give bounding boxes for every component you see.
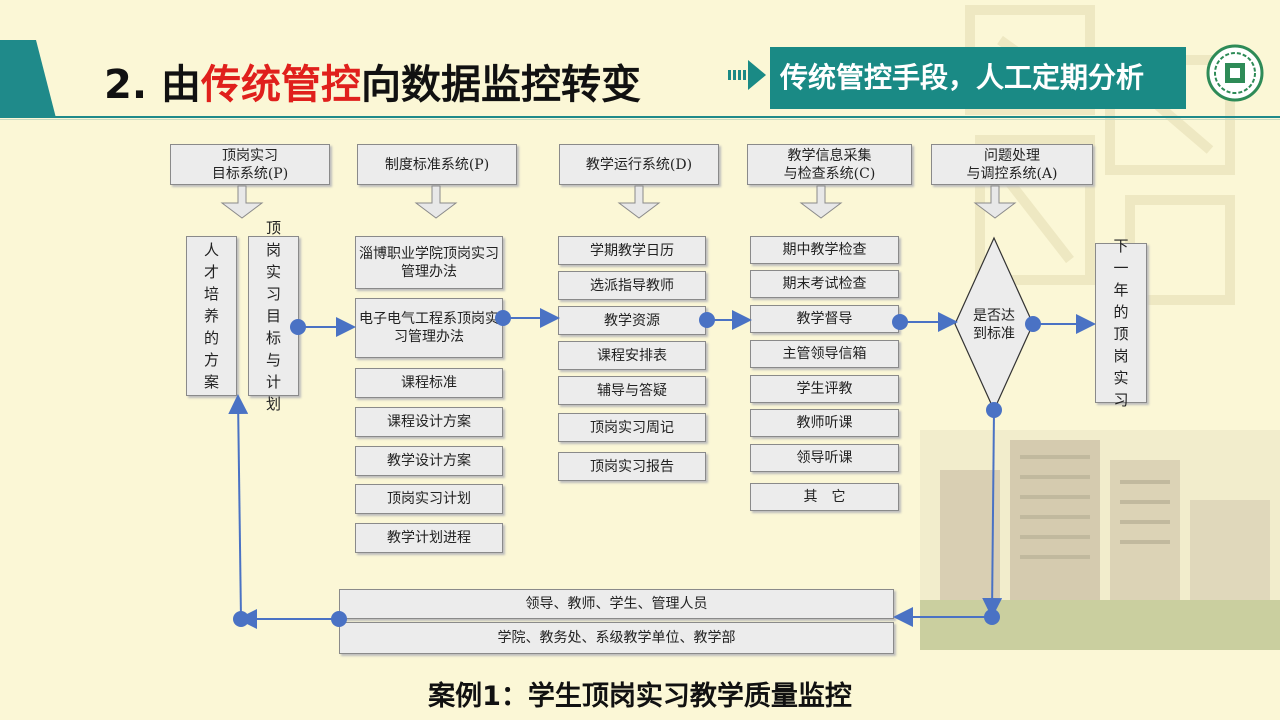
down-arrows xyxy=(220,185,1017,219)
column-header-standard: 制度标准系统(P) xyxy=(357,144,517,185)
method-label: 传统管控手段，人工定期分析 xyxy=(770,47,1186,109)
next-year-box: 下一年的顶岗实习 xyxy=(1095,237,1147,409)
page-title: 2. 由传统管控向数据监控转变 xyxy=(104,62,641,108)
list-item: 学生评教 xyxy=(750,375,899,403)
header-divider xyxy=(0,116,1280,118)
list-item: 主管领导信箱 xyxy=(750,340,899,368)
column-header-target: 顶岗实习 目标系统(P) xyxy=(170,144,330,185)
title-highlight: 传统管控 xyxy=(200,62,361,108)
list-item: 期末考试检查 xyxy=(750,270,899,298)
column-header-inspection: 教学信息采集 与检查系统(C) xyxy=(747,144,912,185)
list-item: 教学资源 xyxy=(558,306,706,335)
header-accent-shape xyxy=(0,40,56,118)
column-header-regulation: 问题处理 与调控系统(A) xyxy=(931,144,1093,185)
caption: 案例1：学生顶岗实习教学质量监控 xyxy=(428,681,852,712)
list-item: 顶岗实习计划 xyxy=(355,484,503,514)
decision-label: 是否达到标准 xyxy=(973,308,1015,342)
list-item: 教学设计方案 xyxy=(355,446,503,476)
list-item: 淄博职业学院顶岗实习管理办法 xyxy=(355,236,503,289)
list-item: 领导听课 xyxy=(750,444,899,472)
list-item: 课程设计方案 xyxy=(355,407,503,437)
header-divider-light xyxy=(0,119,1280,120)
list-item: 辅导与答疑 xyxy=(558,376,706,405)
list-item: 学期教学日历 xyxy=(558,236,706,265)
talent-plan-box: 人才培养的方案 xyxy=(186,236,237,396)
school-logo xyxy=(1206,44,1264,102)
column-header-operation: 教学运行系统(D) xyxy=(559,144,719,185)
list-item: 教师听课 xyxy=(750,409,899,437)
list-item: 课程标准 xyxy=(355,368,503,398)
bottom-units: 学院、教务处、系级教学单位、教学部 xyxy=(339,622,894,654)
bottom-participants: 领导、教师、学生、管理人员 xyxy=(339,589,894,619)
list-item: 电子电气工程系顶岗实习管理办法 xyxy=(355,298,503,358)
list-item: 课程安排表 xyxy=(558,341,706,370)
list-item: 顶岗实习报告 xyxy=(558,452,706,481)
list-item: 顶岗实习周记 xyxy=(558,413,706,442)
striped-arrow-icon xyxy=(728,60,766,90)
list-item: 教学计划进程 xyxy=(355,523,503,553)
list-item: 期中教学检查 xyxy=(750,236,899,264)
list-item: 其 它 xyxy=(750,483,899,511)
list-item: 选派指导教师 xyxy=(558,271,706,300)
list-item: 教学督导 xyxy=(750,305,899,333)
internship-goal-box: 顶岗实习目标与计划 xyxy=(248,219,299,413)
campus-buildings-image xyxy=(920,430,1280,650)
